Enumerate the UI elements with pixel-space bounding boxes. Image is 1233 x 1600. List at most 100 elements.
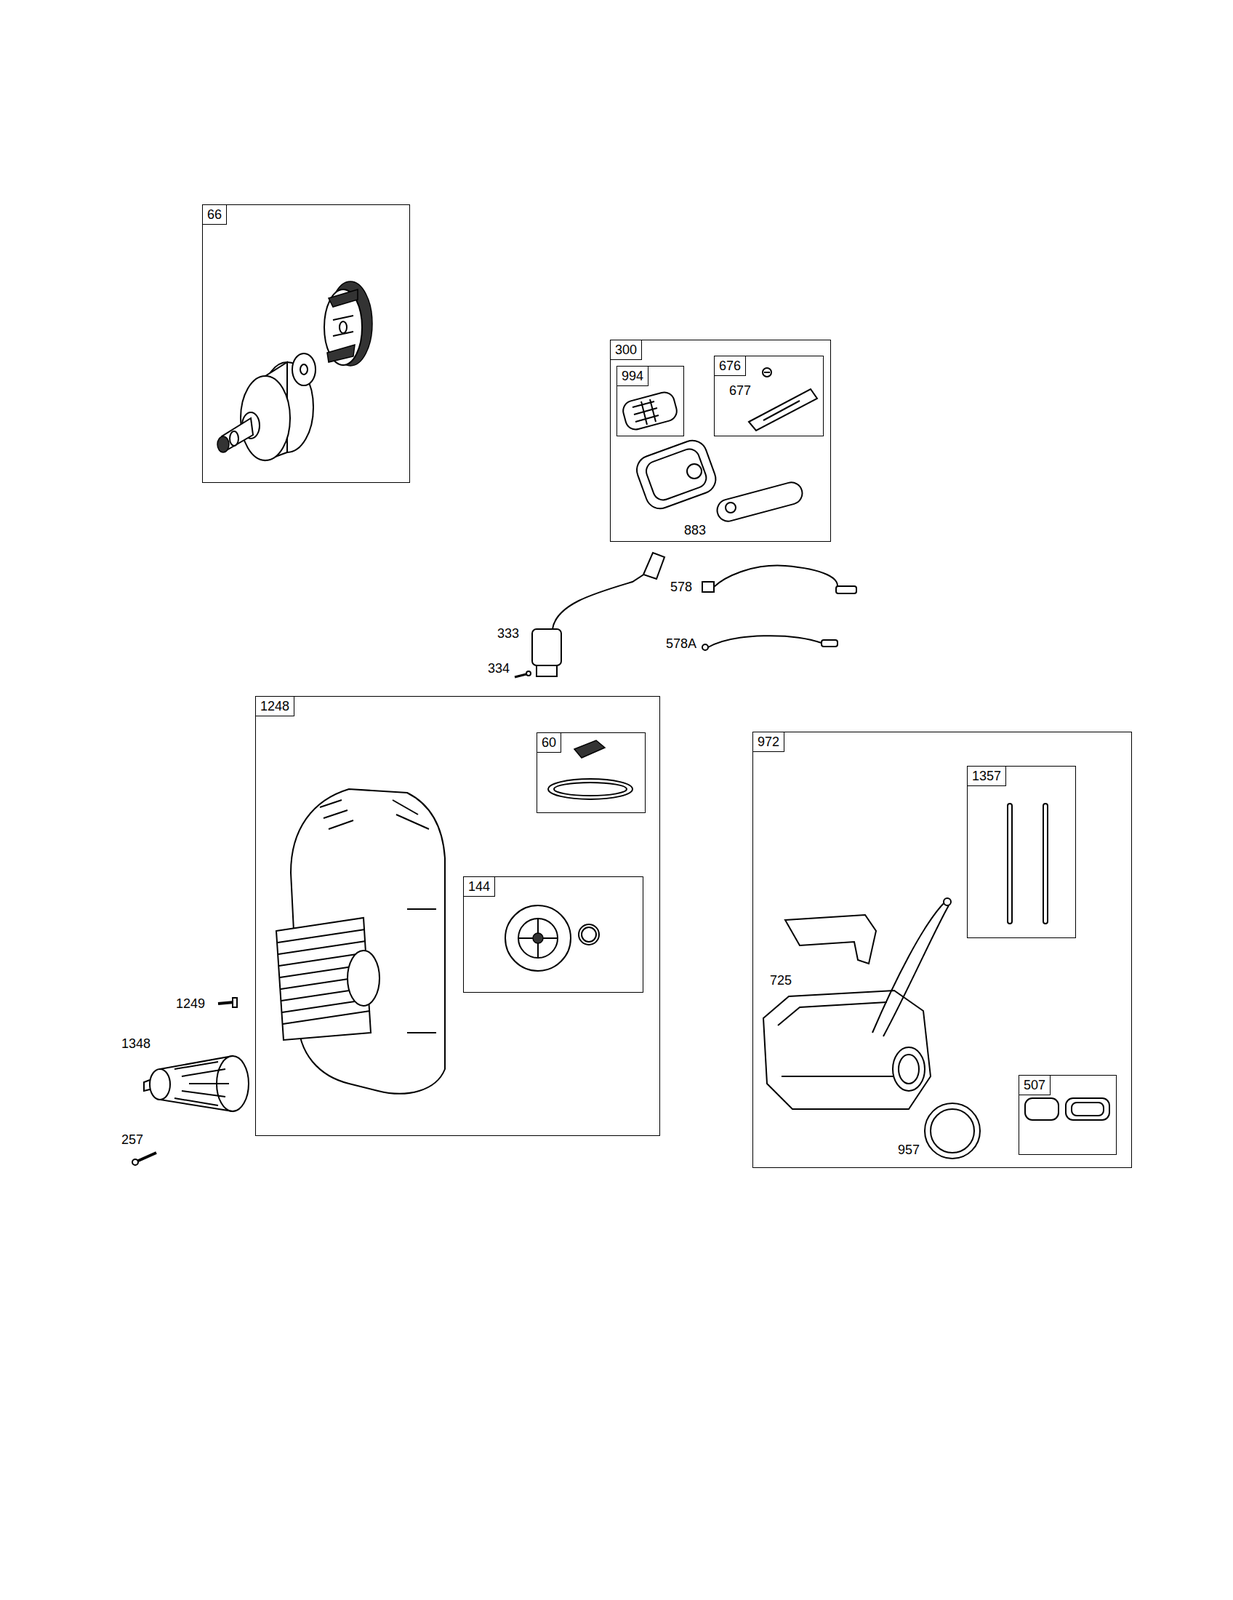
fuel-tank-drawing xyxy=(763,803,1110,1159)
drawing-stroke xyxy=(763,400,800,421)
drawing-stroke xyxy=(930,1108,975,1153)
drawing-stroke xyxy=(924,1102,981,1159)
drawing-stroke xyxy=(548,778,633,799)
drawing-stroke xyxy=(687,463,702,479)
drawing-stroke xyxy=(149,1068,171,1100)
part-group-box: 60 144 1248 xyxy=(255,695,661,1136)
drawing-stroke xyxy=(332,315,354,336)
drawing-stroke xyxy=(643,446,709,504)
drawing-stroke xyxy=(518,918,558,958)
pulley-drawing xyxy=(505,905,600,971)
part-group-box: 676677 xyxy=(713,355,824,437)
air-cleaner-drawing xyxy=(620,367,818,524)
drawing-stroke xyxy=(292,353,316,386)
drawing-stroke xyxy=(136,1152,157,1162)
drawing-stroke xyxy=(632,436,720,513)
drawing-stroke xyxy=(777,1001,902,1076)
part-group-box: 1357 xyxy=(966,765,1076,938)
callout-number: 257 xyxy=(119,1131,145,1147)
ignition-coil-drawing xyxy=(514,552,665,677)
part-group-box: 1357 507 972 725 957 xyxy=(752,731,1132,1168)
drawing-stroke xyxy=(708,635,822,648)
group-number: 676 xyxy=(714,356,746,376)
callout-number: 883 xyxy=(682,522,708,538)
drawing-stroke xyxy=(763,990,931,1109)
drawing-stroke xyxy=(762,367,772,377)
group-number: 144 xyxy=(463,876,496,897)
drawing-stroke xyxy=(643,552,665,579)
callout-number: 1249 xyxy=(174,995,207,1011)
callout-number: 725 xyxy=(768,972,794,988)
drawing-stroke xyxy=(785,914,877,964)
part-group-box: 60 xyxy=(536,732,646,813)
drawing-stroke xyxy=(218,1001,235,1004)
drawing-stroke xyxy=(553,782,627,796)
drawing-stroke xyxy=(229,431,239,446)
drawing-stroke xyxy=(836,585,857,594)
drawing-stroke xyxy=(518,918,558,958)
drawing-stroke xyxy=(514,673,527,677)
drawing-stroke xyxy=(620,389,680,432)
drawing-stroke xyxy=(1071,1102,1104,1116)
drawing-stroke xyxy=(132,1158,139,1165)
callout-number: 334 xyxy=(486,660,512,676)
drawing-stroke xyxy=(324,289,363,365)
drawing-stroke xyxy=(143,1079,150,1091)
callout-number: 677 xyxy=(727,383,753,398)
wire-drawing xyxy=(702,565,857,650)
drawing-stroke xyxy=(702,644,709,650)
drawing-stroke xyxy=(300,364,308,375)
group-number: 300 xyxy=(610,340,642,360)
drawing-stroke xyxy=(713,565,838,590)
drawing-stroke xyxy=(714,479,805,524)
drawing-stroke xyxy=(526,671,531,676)
drawing-stroke xyxy=(1065,1097,1110,1120)
group-number: 1248 xyxy=(255,696,295,717)
drawing-stroke xyxy=(821,639,838,647)
drawing-stroke xyxy=(319,799,429,829)
drawing-stroke xyxy=(581,926,597,942)
drawing-stroke xyxy=(536,665,557,677)
drawing-stroke xyxy=(1043,803,1048,924)
drawing-stroke xyxy=(578,924,600,945)
drawing-stroke xyxy=(217,436,230,453)
drawing-stroke xyxy=(1007,803,1012,924)
engine-housing-drawing xyxy=(218,788,445,1094)
drawing-stroke xyxy=(702,581,714,592)
callout-number: 578A xyxy=(664,636,698,651)
group-number: 1357 xyxy=(967,766,1007,786)
drawing-stroke xyxy=(328,289,358,307)
drawing-stroke xyxy=(532,932,544,943)
group-number: 972 xyxy=(753,732,785,752)
drawing-stroke xyxy=(532,628,562,666)
group-number: 994 xyxy=(617,366,649,387)
clutch-drawing xyxy=(217,281,373,461)
callout-number: 578 xyxy=(668,579,694,594)
part-group-box: 144 xyxy=(463,876,644,993)
starter-cup-drawing xyxy=(132,1055,249,1165)
drawing-stroke xyxy=(240,375,291,461)
drawing-stroke xyxy=(748,388,818,431)
callout-number: 333 xyxy=(495,625,521,641)
part-group-box: 994 xyxy=(616,365,685,437)
drawing-stroke xyxy=(872,901,949,1036)
drawing-stroke xyxy=(898,1054,919,1084)
drawing-stroke xyxy=(407,908,437,1033)
group-number: 507 xyxy=(1019,1075,1051,1095)
drawing-stroke xyxy=(632,399,659,425)
drawing-stroke xyxy=(505,905,571,971)
drawing-stroke xyxy=(574,740,605,758)
drawing-stroke xyxy=(174,1061,230,1106)
part-group-box: 994676677300883 xyxy=(609,339,831,542)
drawing-stroke xyxy=(764,371,770,373)
callout-number: 957 xyxy=(896,1142,922,1157)
drawing-stroke xyxy=(552,570,650,629)
drawing-stroke xyxy=(1025,1097,1059,1120)
callout-number: 1348 xyxy=(119,1035,152,1051)
part-group-box: 507 xyxy=(1018,1074,1117,1155)
drawing-stroke xyxy=(943,897,951,906)
group-number: 60 xyxy=(537,732,562,753)
part-group-box: 66 xyxy=(202,204,411,483)
